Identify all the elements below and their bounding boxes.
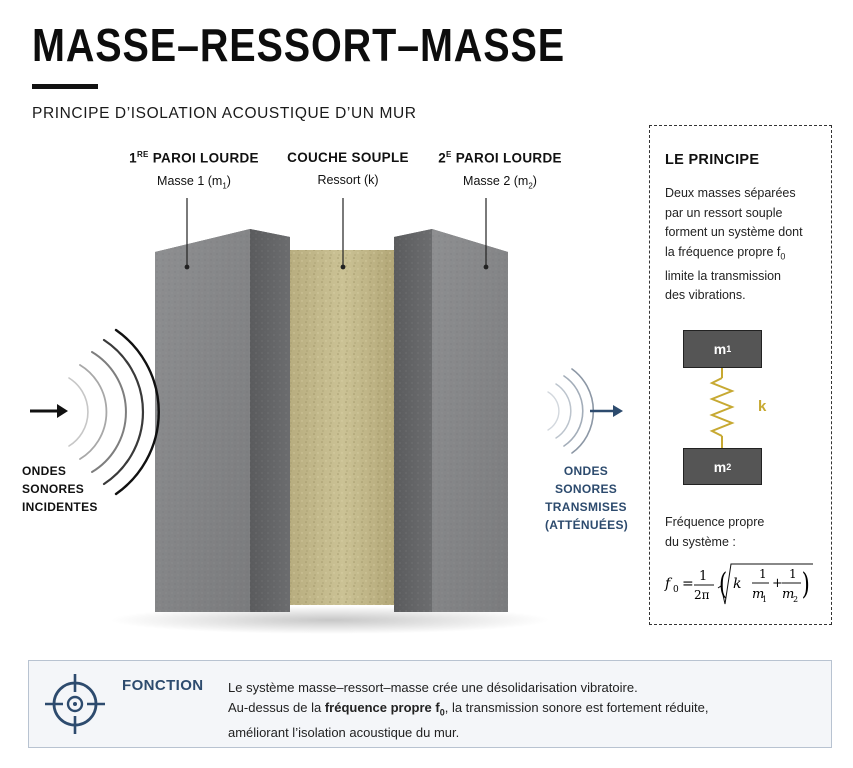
transmitted-waves-caption: ONDES SONORES TRANSMISES (ATTÉNUÉES) — [545, 464, 629, 532]
formula-left-paren: ( — [719, 567, 727, 602]
function-description: Le système masse–ressort–masse crée une … — [228, 680, 709, 740]
formula-equals: = — [682, 576, 694, 592]
label-second-wall: 2E PAROI LOURDE Masse 2 (m2) — [415, 150, 585, 190]
formula-m1-index: 1 — [762, 595, 767, 604]
function-title: FONCTION — [122, 677, 204, 694]
formula-sqrt — [717, 563, 813, 605]
formula-m1: m — [752, 587, 764, 602]
title-underline — [32, 84, 98, 89]
label-first-wall: 1RE PAROI LOURDE Masse 1 (m1) — [109, 150, 279, 190]
spring-constant-label: k — [758, 398, 767, 415]
ground-shadow — [110, 606, 550, 634]
transmitted-sound-waves — [547, 368, 595, 454]
formula-two-pi: 2π — [694, 588, 710, 602]
formula-m2: m — [782, 587, 794, 602]
incident-waves-caption: ONDES SONORES INCIDENTES — [22, 464, 98, 514]
crosshair-icon — [45, 674, 105, 734]
spring-diagram — [709, 368, 735, 448]
label-first-wall-title: 1RE PAROI LOURDE — [129, 150, 259, 166]
formula-right-paren: ) — [802, 567, 810, 602]
principle-title: LE PRINCIPE — [665, 152, 760, 168]
leader-lines — [184, 198, 489, 270]
soft-layer — [282, 250, 404, 605]
label-second-wall-title: 2E PAROI LOURDE — [438, 150, 562, 166]
formula-one-b: 1 — [789, 567, 797, 581]
formula-numerator-one: 1 — [699, 569, 707, 584]
formula-one-a: 1 — [759, 567, 767, 581]
transmitted-arrow — [590, 405, 623, 417]
incident-arrow — [30, 404, 68, 418]
first-heavy-wall — [155, 229, 290, 612]
label-second-wall-subtitle: Masse 2 (m2) — [463, 173, 537, 191]
formula-plus: + — [772, 576, 783, 591]
natural-frequency-formula: f 0 = 1 2π k ( 1 m 1 + 1 m 2 ) — [664, 563, 813, 605]
incident-sound-waves — [68, 328, 160, 496]
formula-f-index: 0 — [673, 585, 679, 595]
leader-soft-layer-dot — [340, 264, 346, 270]
leader-first-wall-dot — [184, 264, 190, 270]
formula-m2-index: 2 — [793, 595, 798, 604]
second-heavy-wall — [394, 229, 508, 612]
wall-diagram — [30, 198, 735, 634]
label-soft-layer-subtitle: Ressort (k) — [317, 173, 379, 187]
leader-second-wall-dot — [483, 264, 489, 270]
function-panel — [28, 660, 832, 748]
page-subtitle: PRINCIPE D’ISOLATION ACOUSTIQUE D’UN MUR — [32, 105, 417, 122]
label-soft-layer-title: COUCHE SOUPLE — [287, 150, 409, 165]
formula-k: k — [733, 576, 741, 592]
label-first-wall-subtitle: Masse 1 (m1) — [157, 173, 231, 191]
label-soft-layer: COUCHE SOUPLE Ressort (k) — [263, 150, 433, 187]
principle-panel — [649, 125, 832, 625]
formula-f: f — [664, 576, 673, 592]
page-title: MASSE–RESSORT–MASSE — [32, 19, 565, 71]
principle-description: Deux masses séparées par un ressort soup… — [665, 186, 803, 302]
natural-frequency-label: Fréquence propre du système : — [665, 515, 765, 549]
